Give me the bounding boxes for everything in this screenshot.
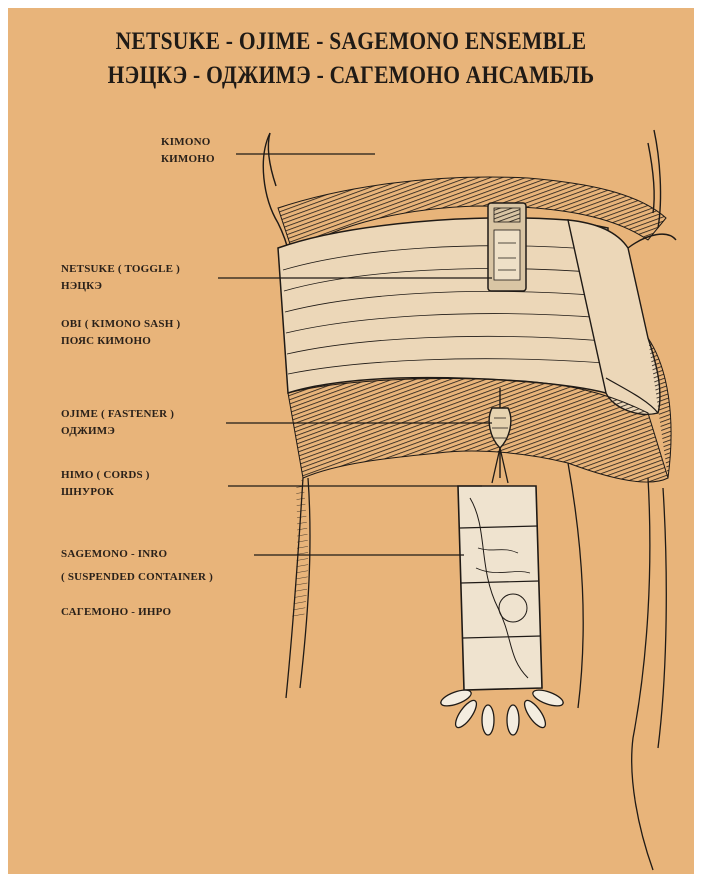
- label-obi-ru: ПОЯС КИМОНО: [61, 335, 151, 347]
- kimono-illustration: [8, 8, 694, 874]
- label-ojime-en: OJIME ( FASTENER ): [61, 408, 174, 420]
- label-kimono-en: KIMONO: [161, 136, 210, 148]
- label-netsuke-ru: НЭЦКЭ: [61, 280, 102, 292]
- inro-container: [439, 486, 565, 735]
- label-sagemono-sub: ( SUSPENDED CONTAINER ): [61, 571, 213, 583]
- label-sagemono-ru: САГЕМОНО - ИНРО: [61, 606, 171, 618]
- label-sagemono-en: SAGEMONO - INRO: [61, 548, 167, 560]
- netsuke-toggle: [488, 203, 526, 291]
- diagram-sheet: NETSUKE - OJIME - SAGEMONO ENSEMBLE НЭЦК…: [8, 8, 694, 874]
- label-netsuke-en: NETSUKE ( TOGGLE ): [61, 263, 180, 275]
- label-ojime-ru: ОДЖИМЭ: [61, 425, 115, 437]
- label-himo-ru: ШНУРОК: [61, 486, 114, 498]
- label-kimono-ru: КИМОНО: [161, 153, 215, 165]
- label-obi-en: OBI ( KIMONO SASH ): [61, 318, 180, 330]
- label-himo-en: HIMO ( CORDS ): [61, 469, 150, 481]
